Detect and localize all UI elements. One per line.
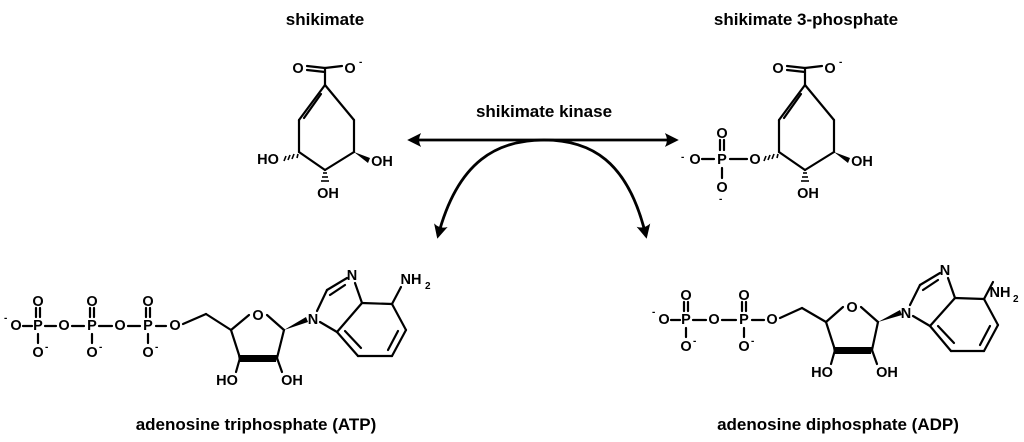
reaction-arrows xyxy=(407,133,679,239)
shikimate-oh-bottom: OH xyxy=(317,186,339,202)
cosubstrate-curved-arrow xyxy=(434,138,651,239)
s3p-phosphorus: P xyxy=(717,152,727,168)
atp-p-alpha: P xyxy=(143,318,153,334)
adp-p-beta-charge: - xyxy=(693,336,696,347)
atp-bridge-o-2: O xyxy=(114,318,125,334)
atp-label: adenosine triphosphate (ATP) xyxy=(136,415,377,434)
carboxylate-charge: - xyxy=(359,57,362,68)
s3p-oh-bottom: OH xyxy=(797,186,819,202)
adp-p-alpha-o-bottom: O xyxy=(738,339,749,355)
shikimate-structure: O O - HO OH OH xyxy=(257,57,393,202)
atp-p-beta-o-top: O xyxy=(86,294,97,310)
hashed-bond-left xyxy=(283,153,299,162)
adp-p-beta: P xyxy=(681,312,691,328)
atp-base-n-7: N xyxy=(347,268,357,284)
atp-p-alpha-o-bottom: O xyxy=(142,345,153,361)
s3p-phosphate-o-bottom: O xyxy=(716,180,727,196)
adp-ribose-ring-o: O xyxy=(846,300,857,316)
shikimate-ho-left: HO xyxy=(257,152,279,168)
atp-p-alpha-o-top: O xyxy=(142,294,153,310)
atp-p-gamma-charge: - xyxy=(45,342,48,353)
s3p-phosphate-charge-bottom: - xyxy=(719,194,722,205)
adp-amino-subscript: 2 xyxy=(1013,294,1019,305)
atp-p-beta-o-bottom: O xyxy=(86,345,97,361)
atp-5prime-o: O xyxy=(169,318,180,334)
adp-terminal-charge: - xyxy=(652,307,655,318)
hashed-bond-bottom xyxy=(321,172,329,182)
adp-5prime-o: O xyxy=(766,312,777,328)
s3p-carboxylate-o-right: O xyxy=(824,61,835,77)
atp-amino-subscript: 2 xyxy=(425,281,431,292)
s3p-phosphate-o-top: O xyxy=(716,126,727,142)
enzyme-label: shikimate kinase xyxy=(476,102,612,121)
shikimate-3-phosphate-label: shikimate 3-phosphate xyxy=(714,10,898,29)
s3p-carboxylate-charge: - xyxy=(839,57,842,68)
s3p-carboxylate-o-left: O xyxy=(772,61,783,77)
atp-p-alpha-charge: - xyxy=(155,342,158,353)
s3p-hashed-bond-left xyxy=(763,153,779,162)
atp-glycosidic-wedge xyxy=(284,317,308,330)
adp-label: adenosine diphosphate (ADP) xyxy=(717,415,959,434)
atp-ribose-2prime-oh: HO xyxy=(216,373,238,389)
s3p-oh-right: OH xyxy=(851,154,873,170)
atp-base-n-9: N xyxy=(308,312,318,328)
atp-p-beta-charge: - xyxy=(99,342,102,353)
atp-p-gamma-o-top: O xyxy=(32,294,43,310)
adp-base-n-9: N xyxy=(901,306,911,322)
atp-p-gamma: P xyxy=(33,318,43,334)
adp-p-alpha-o-top: O xyxy=(738,288,749,304)
atp-ribose-wedge-front xyxy=(238,355,277,362)
atp-amino-nh: NH xyxy=(401,272,422,288)
wedge-bond-right xyxy=(354,152,370,163)
s3p-wedge-bond-right xyxy=(834,152,850,163)
s3p-phosphate-o-left: O xyxy=(689,152,700,168)
carboxylate-o-right: O xyxy=(344,61,355,77)
atp-ribose-ring-o: O xyxy=(252,308,263,324)
adp-p-alpha-charge: - xyxy=(751,336,754,347)
adp-structure: - O P O O - O P O O - O O HO OH N xyxy=(652,263,1019,381)
adp-glycosidic-wedge xyxy=(878,310,902,322)
atp-p-beta: P xyxy=(87,318,97,334)
shikimate-oh-right: OH xyxy=(371,154,393,170)
s3p-phosphate-charge-left: - xyxy=(681,152,684,163)
adp-ribose-2prime-oh: HO xyxy=(811,365,833,381)
atp-terminal-o: O xyxy=(10,318,21,334)
atp-bridge-o-1: O xyxy=(58,318,69,334)
shikimate-3-phosphate-structure: O O - O P O - O O - OH OH xyxy=(681,57,873,205)
adp-p-beta-o-top: O xyxy=(680,288,691,304)
s3p-hashed-bond-bottom xyxy=(801,172,809,182)
atp-ribose-3prime-oh: OH xyxy=(281,373,303,389)
s3p-ester-o: O xyxy=(749,152,760,168)
atp-p-gamma-o-bottom: O xyxy=(32,345,43,361)
shikimate-label: shikimate xyxy=(286,10,364,29)
adp-bridge-o: O xyxy=(708,312,719,328)
adp-p-beta-o-bottom: O xyxy=(680,339,691,355)
carboxylate-o-left: O xyxy=(292,61,303,77)
adp-p-alpha: P xyxy=(739,312,749,328)
adp-ribose-3prime-oh: OH xyxy=(876,365,898,381)
adp-amino-nh: NH xyxy=(990,285,1011,301)
atp-terminal-charge: - xyxy=(4,313,7,324)
adp-terminal-o: O xyxy=(658,312,669,328)
adp-base-n-7: N xyxy=(940,263,950,279)
atp-structure: - O P O O - O P O O - O P O O - O xyxy=(4,268,431,389)
adp-ribose-wedge-front xyxy=(833,347,872,354)
